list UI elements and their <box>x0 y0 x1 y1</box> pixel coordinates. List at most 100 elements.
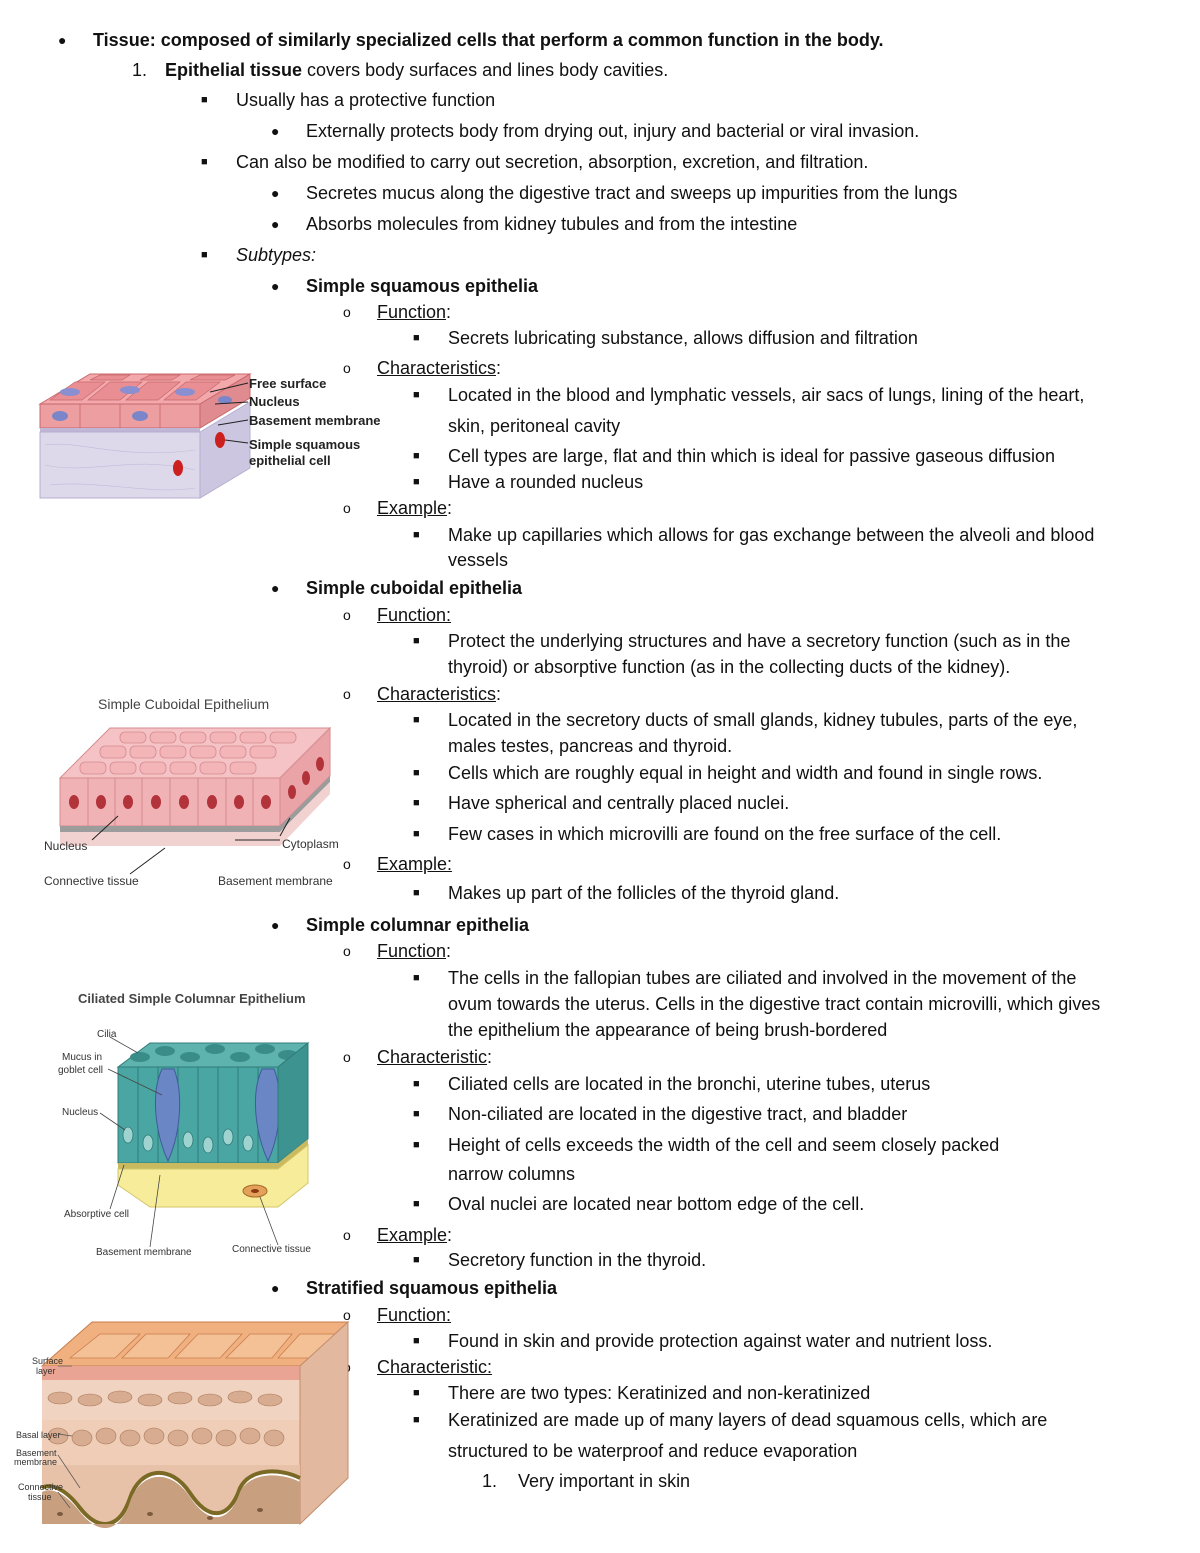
label-connective-tissue: Connective tissue <box>232 1244 311 1255</box>
list-item: Non-ciliated are located in the digestiv… <box>448 1104 908 1124</box>
label-surface-layer: layer <box>36 1366 56 1376</box>
circle-bullet-icon: o <box>343 304 351 320</box>
connective-dots <box>57 1508 263 1520</box>
circle-bullet-icon: o <box>343 500 351 516</box>
characteristics-label: Characteristic: <box>377 1357 493 1377</box>
bullet-icon: ● <box>271 216 280 232</box>
list-item-cont: thyroid) or absorptive function (as in t… <box>448 657 1011 677</box>
label-absorptive-cell: Absorptive cell <box>64 1209 129 1220</box>
list-item: Have spherical and centrally placed nucl… <box>448 793 790 813</box>
label-basement: Basement <box>16 1448 57 1458</box>
square-bullet-icon: ■ <box>413 1078 420 1090</box>
list-item: Usually has a protective function <box>236 90 496 110</box>
square-bullet-icon: ■ <box>413 529 420 541</box>
list-item-cont: ovum towards the uterus. Cells in the di… <box>448 994 1101 1014</box>
square-bullet-icon: ■ <box>413 476 420 488</box>
list-item-cont: vessels <box>448 550 509 570</box>
square-bullet-icon: ■ <box>413 450 420 462</box>
cuboid-top-cells <box>79 731 297 775</box>
characteristics-label: Characteristics: <box>377 684 502 704</box>
list-number: 1. <box>482 1471 498 1491</box>
columnar-nuclei <box>122 1126 254 1154</box>
label-connective-tissue: Connective tissue <box>44 874 139 888</box>
label-nucleus: Nucleus <box>249 394 300 409</box>
square-bullet-icon: ■ <box>413 714 420 726</box>
goblet-cells <box>154 1068 281 1163</box>
list-item: The cells in the fallopian tubes are cil… <box>448 968 1077 988</box>
simple-columnar-figure: Ciliated Simple Columnar Epithelium Cili… <box>58 991 311 1258</box>
square-bullet-icon: ■ <box>413 389 420 401</box>
square-bullet-icon: ■ <box>413 635 420 647</box>
square-bullet-icon: ■ <box>413 972 420 984</box>
characteristics-label: Characteristics: <box>377 358 502 378</box>
square-bullet-icon: ■ <box>413 767 420 779</box>
epithelial-term: Epithelial tissue <box>165 60 303 80</box>
list-item: Externally protects body from drying out… <box>306 121 920 141</box>
list-item: Makes up part of the follicles of the th… <box>448 883 840 903</box>
circle-bullet-icon: o <box>343 686 351 702</box>
square-bullet-icon: ■ <box>201 156 208 168</box>
list-item: Found in skin and provide protection aga… <box>448 1331 993 1351</box>
list-number: 1. <box>132 60 148 80</box>
circle-bullet-icon: o <box>343 856 351 872</box>
section-heading: Simple cuboidal epithelia <box>306 578 523 598</box>
list-item: Secretes mucus along the digestive tract… <box>306 183 958 203</box>
label-surface: Surface <box>32 1356 63 1366</box>
square-bullet-icon: ■ <box>413 887 420 899</box>
circle-bullet-icon: o <box>343 1049 351 1065</box>
circle-bullet-icon: o <box>343 1307 351 1323</box>
list-item: Height of cells exceeds the width of the… <box>448 1135 1000 1155</box>
list-item: Secrets lubricating substance, allows di… <box>448 328 918 348</box>
section-heading: Stratified squamous epithelia <box>306 1278 558 1298</box>
label-nucleus: Nucleus <box>62 1107 98 1118</box>
label-simple-squamous: Simple squamous <box>249 437 360 452</box>
square-bullet-icon: ■ <box>413 1139 420 1151</box>
function-label: Function: <box>377 941 452 961</box>
list-item: There are two types: Keratinized and non… <box>448 1383 871 1403</box>
function-label: Function: <box>377 302 452 322</box>
subtypes-label: Subtypes: <box>236 245 317 265</box>
simple-cuboidal-figure: Simple Cuboidal Epithelium Nucleus Cytop… <box>44 696 339 888</box>
bullet-icon: ● <box>271 1280 280 1296</box>
square-bullet-icon: ■ <box>413 797 420 809</box>
label-mucus-in: Mucus in <box>62 1052 102 1063</box>
list-item: Absorbs molecules from kidney tubules an… <box>306 214 798 234</box>
list-item: Secretory function in the thyroid. <box>448 1250 707 1270</box>
label-cilia: Cilia <box>97 1029 117 1040</box>
list-item: Located in the secretory ducts of small … <box>448 710 1078 730</box>
label-epithelial-cell: epithelial cell <box>249 453 331 468</box>
list-item-cont: structured to be waterproof and reduce e… <box>448 1441 858 1461</box>
list-item: Have a rounded nucleus <box>448 472 644 492</box>
list-item: Cells which are roughly equal in height … <box>448 763 1043 783</box>
list-item: Located in the blood and lymphatic vesse… <box>448 385 1085 405</box>
example-label: Example: <box>377 854 453 874</box>
square-bullet-icon: ■ <box>201 94 208 106</box>
label-goblet-cell: goblet cell <box>58 1065 103 1076</box>
circle-bullet-icon: o <box>343 1227 351 1243</box>
list-item: Few cases in which microvilli are found … <box>448 824 1002 844</box>
square-bullet-icon: ■ <box>413 1254 420 1266</box>
square-bullet-icon: ■ <box>201 249 208 261</box>
label-cytoplasm: Cytoplasm <box>282 837 339 851</box>
cilia-tufts <box>130 1044 298 1062</box>
square-bullet-icon: ■ <box>413 1198 420 1210</box>
square-bullet-icon: ■ <box>413 1108 420 1120</box>
label-connective-tissue: tissue <box>28 1492 52 1502</box>
list-item: Oval nuclei are located near bottom edge… <box>448 1194 865 1214</box>
circle-bullet-icon: o <box>343 943 351 959</box>
function-label: Function: <box>377 1305 452 1325</box>
example-label: Example: <box>377 1225 453 1245</box>
stratified-squamous-figure: Surface layer Basal layer Basement membr… <box>14 1320 350 1529</box>
figure-title: Simple Cuboidal Epithelium <box>98 696 269 712</box>
bullet-icon: ● <box>271 580 280 596</box>
label-basal-layer: Basal layer <box>16 1430 61 1440</box>
list-item: Ciliated cells are located in the bronch… <box>448 1074 931 1094</box>
label-connective: Connective <box>18 1482 63 1492</box>
list-item: Can also be modified to carry out secret… <box>236 152 869 172</box>
bullet-icon: ● <box>271 185 280 201</box>
list-item: Protect the underlying structures and ha… <box>448 631 1071 651</box>
epithelial-tissue-line: Epithelial tissue covers body surfaces a… <box>165 59 668 81</box>
section-heading: Simple columnar epithelia <box>306 915 530 935</box>
label-basement-membrane: Basement membrane <box>249 413 381 428</box>
bullet-icon: ● <box>271 123 280 139</box>
